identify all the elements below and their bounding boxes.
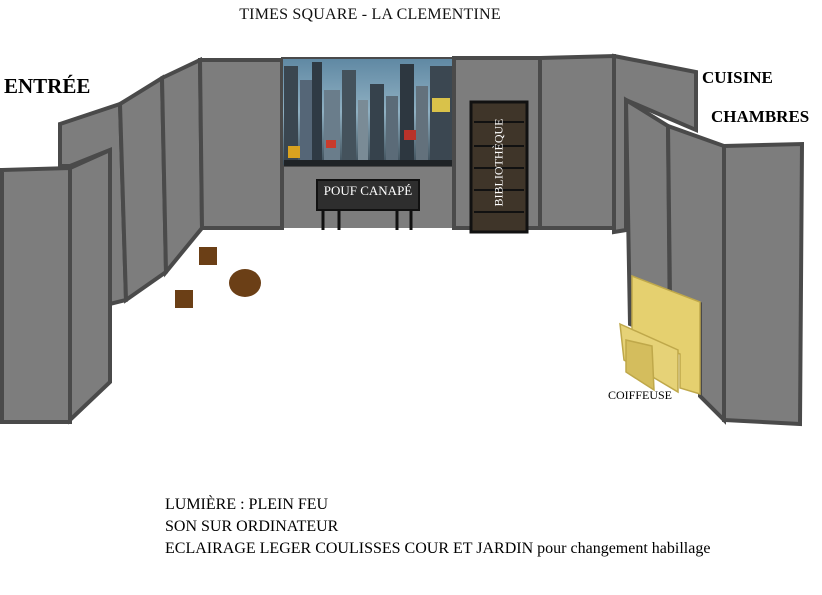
label-pouf-canape: POUF CANAPÉ — [323, 183, 413, 198]
times-square-backdrop — [281, 57, 455, 167]
label-coiffeuse: COIFFEUSE — [608, 388, 673, 402]
left-panel-5 — [159, 56, 205, 278]
left-panel-6 — [197, 58, 284, 230]
note-son: SON SUR ORDINATEUR — [165, 518, 339, 535]
left-panel-4 — [117, 74, 169, 304]
left-panel-2 — [68, 146, 112, 425]
technical-notes: LUMIÈRE : PLEIN FEU SON SUR ORDINATEUR E… — [165, 494, 710, 560]
left-panel-1 — [0, 165, 72, 424]
right-panel-1 — [538, 53, 616, 230]
diagram-title: TIMES SQUARE - LA CLEMENTINE — [239, 6, 501, 23]
left-wall-panels — [0, 56, 284, 425]
bookshelf — [469, 100, 529, 234]
note-eclairage: ECLAIRAGE LEGER COULISSES COUR ET JARDIN… — [165, 540, 711, 557]
round-table — [229, 269, 261, 297]
pouf-canape — [316, 179, 420, 230]
stool-2 — [175, 290, 193, 308]
note-lumiere: LUMIÈRE : PLEIN FEU — [165, 496, 329, 513]
label-bibliotheque: BIBLIOTHÈQUE — [491, 118, 506, 207]
label-cuisine: CUISINE — [702, 68, 773, 87]
right-panel-5 — [722, 141, 805, 427]
label-entree: ENTRÉE — [4, 74, 91, 98]
stool-1 — [199, 247, 217, 265]
right-wall-panels — [538, 53, 805, 427]
label-chambres: CHAMBRES — [711, 107, 810, 126]
coiffeuse — [619, 274, 701, 396]
